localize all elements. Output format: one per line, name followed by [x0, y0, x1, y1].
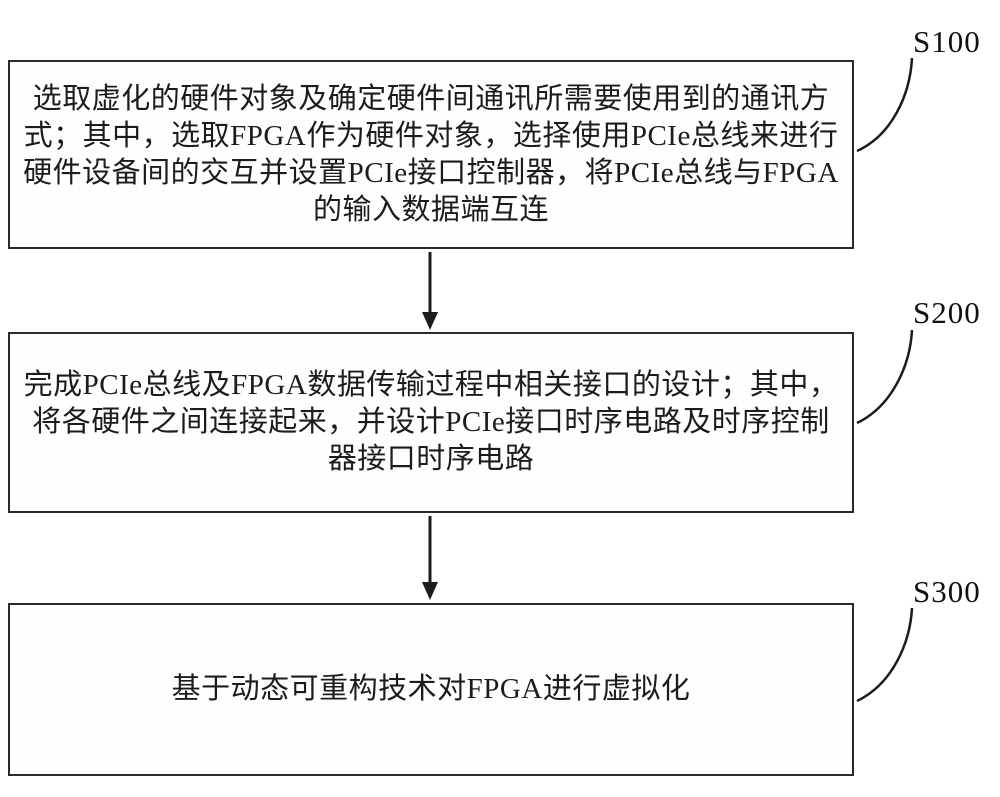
- step-box-s100: 选取虚化的硬件对象及确定硬件间通讯所需要使用到的通讯方 式；其中，选取FPGA作…: [8, 60, 854, 249]
- step-text-line: 式；其中，选取FPGA作为硬件对象，选择使用PCIe总线来进行: [23, 119, 839, 152]
- connector-curve-s300: [856, 607, 914, 703]
- step-text-line: 基于动态可重构技术对FPGA进行虚拟化: [171, 673, 691, 705]
- step-text-line: 选取虚化的硬件对象及确定硬件间通讯所需要使用到的通讯方: [32, 82, 830, 115]
- step-label-s300: S300: [913, 574, 981, 609]
- step-text-line: 的输入数据端互连: [312, 193, 549, 226]
- step-box-s200: 完成PCIe总线及FPGA数据传输过程中相关接口的设计；其中， 将各硬件之间连接…: [8, 332, 854, 513]
- connector-curve-s100: [856, 57, 914, 153]
- step-label-s100: S100: [913, 24, 981, 59]
- step-text-line: 硬件设备间的交互并设置PCIe接口控制器，将PCIe总线与FPGA: [23, 156, 839, 189]
- step-text-line: 将各硬件之间连接起来，并设计PCIe接口时序电路及时序控制: [32, 406, 830, 438]
- connector-curve-s200: [856, 329, 914, 425]
- arrow-down-icon: [422, 252, 438, 330]
- step-box-s300: 基于动态可重构技术对FPGA进行虚拟化: [8, 603, 854, 776]
- step-text-line: 器接口时序电路: [327, 443, 535, 475]
- step-label-s200: S200: [913, 295, 981, 330]
- arrow-down-icon: [422, 516, 438, 600]
- step-text-line: 完成PCIe总线及FPGA数据传输过程中相关接口的设计；其中，: [23, 369, 839, 401]
